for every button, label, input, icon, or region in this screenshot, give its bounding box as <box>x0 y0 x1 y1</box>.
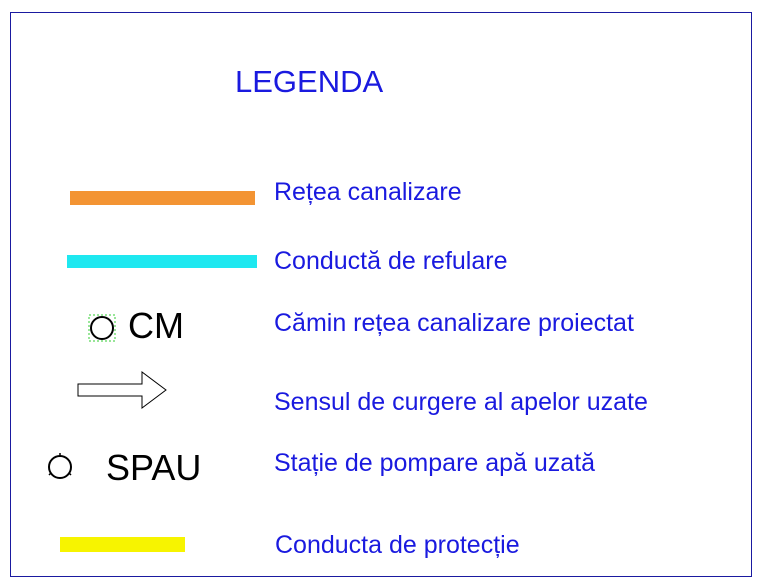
legend-title: LEGENDA <box>235 64 384 99</box>
discharge-pipe-swatch <box>67 255 257 268</box>
legend-frame <box>10 12 752 577</box>
pumping-station-circle-icon <box>48 453 72 479</box>
manhole-circle-icon <box>88 314 116 342</box>
sewer-network-label: Rețea canalizare <box>274 178 462 206</box>
manhole-code: CM <box>128 305 184 346</box>
discharge-pipe-label: Conductă de refulare <box>274 247 508 275</box>
pumping-station-code: SPAU <box>106 447 202 488</box>
pumping-station-label: Stație de pompare apă uzată <box>274 449 596 477</box>
protection-pipe-label: Conducta de protecție <box>275 531 520 559</box>
sewer-network-swatch <box>70 191 255 205</box>
protection-pipe-swatch <box>60 537 185 552</box>
flow-direction-arrow-icon <box>77 371 167 409</box>
flow-direction-label: Sensul de curgere al apelor uzate <box>274 388 648 416</box>
manhole-label: Cămin rețea canalizare proiectat <box>274 309 634 337</box>
